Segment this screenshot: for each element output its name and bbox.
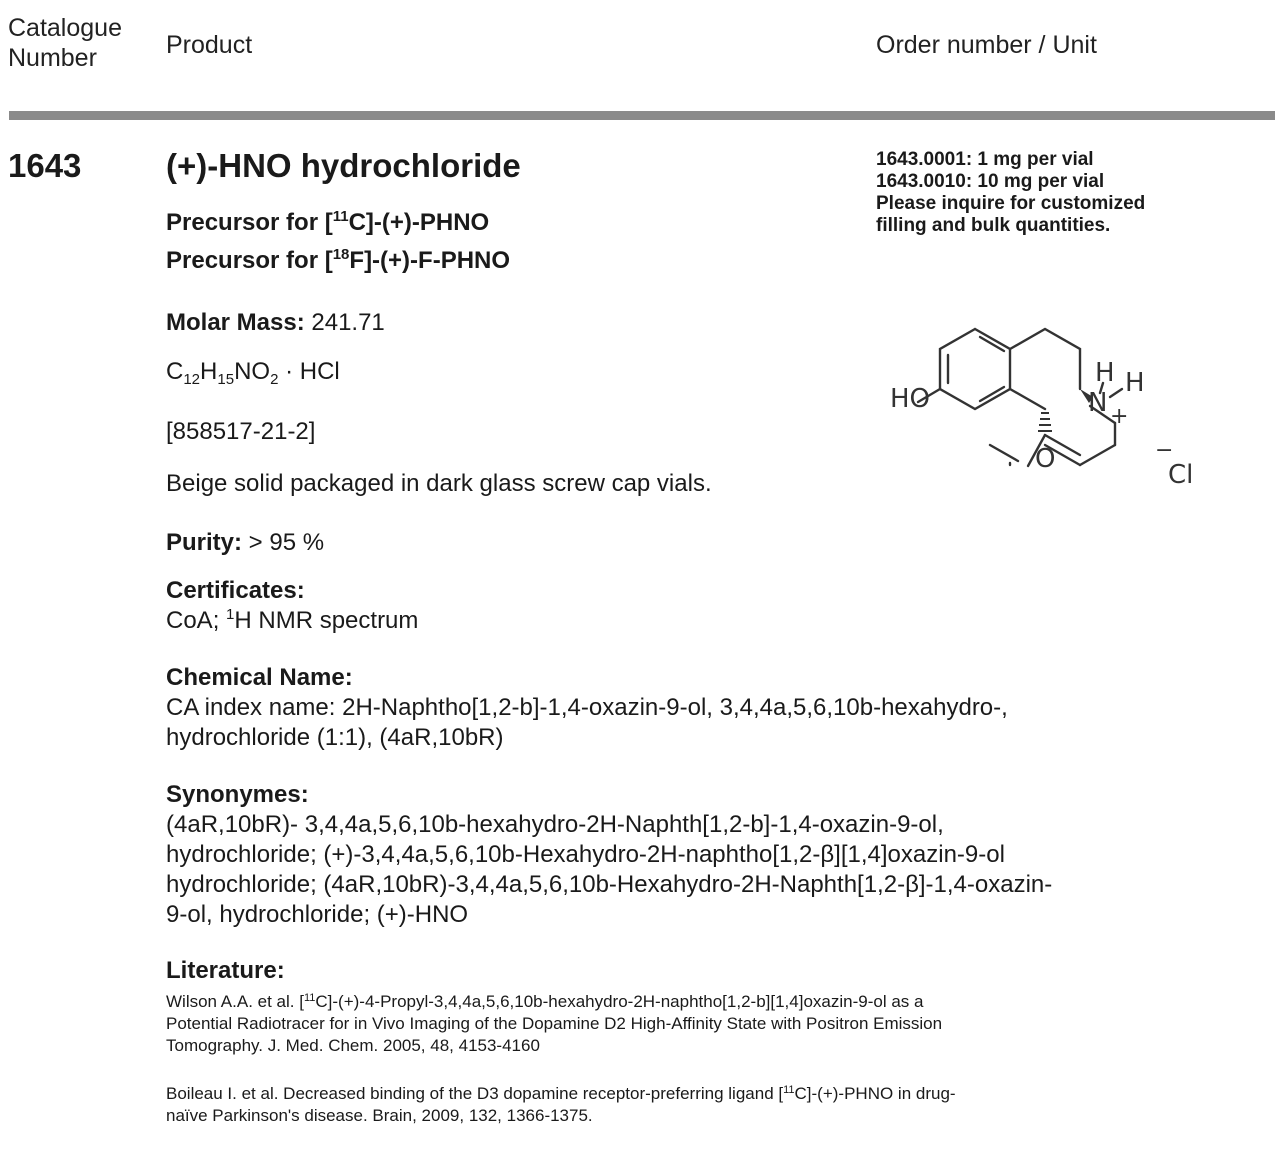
chemical-structure-diagram: HO O N + H H − Cl: [890, 327, 1193, 490]
description: Beige solid packaged in dark glass screw…: [166, 470, 712, 497]
synonymes-label: Synonymes:: [166, 781, 309, 808]
order-line-1: 1643.0001: 1 mg per vial: [876, 149, 1094, 170]
certificates: Certificates: CoA; 1H NMR spectrum: [166, 576, 1266, 636]
structure-n-label: N: [1088, 388, 1107, 418]
precursor-1: Precursor for [11C]-(+)-PHNO: [166, 208, 490, 236]
order-info: 1643.0001: 1 mg per vial 1643.0010: 10 m…: [876, 149, 1145, 237]
synonymes: Synonymes: (4aR,10bR)- 3,4,4a,5,6,10b-he…: [166, 780, 1266, 930]
molar-mass: Molar Mass: 241.71: [166, 309, 385, 336]
structure-plus-label: +: [1110, 404, 1128, 429]
structure-h-top-label: H: [1095, 358, 1115, 388]
order-line-2: 1643.0010: 10 mg per vial: [876, 171, 1105, 192]
structure-minus-label: −: [1155, 438, 1173, 463]
header-divider: [9, 111, 1275, 120]
order-header: Order number / Unit: [876, 31, 1097, 59]
purity: Purity: > 95 %: [166, 529, 325, 556]
catalogue-number: 1643: [8, 147, 82, 184]
order-line-4: filling and bulk quantities.: [876, 215, 1111, 236]
literature-label: Literature:: [166, 957, 285, 984]
molecular-formula: C12H15NO2 · HCl: [166, 358, 340, 388]
structure-ho-label: HO: [890, 384, 930, 414]
catalogue-number-header: Catalogue Number: [8, 14, 122, 72]
product-title: (+)-HNO hydrochloride: [166, 147, 521, 184]
certificates-value: CoA; 1H NMR spectrum: [166, 606, 419, 634]
certificates-label: Certificates:: [166, 577, 305, 604]
literature-ref-2: Boileau I. et al. Decreased binding of t…: [166, 1084, 956, 1125]
cas-number: [858517-21-2]: [166, 418, 316, 445]
structure-cl-label: Cl: [1168, 460, 1193, 490]
chemical-name-label: Chemical Name:: [166, 664, 353, 691]
structure-h-right-label: H: [1125, 368, 1145, 398]
literature-ref-1: Wilson A.A. et al. [11C]-(+)-4-Propyl-3,…: [166, 992, 943, 1055]
order-line-3: Please inquire for customized: [876, 193, 1146, 214]
product-header: Product: [166, 31, 253, 59]
chemical-name: Chemical Name: CA index name: 2H-Naphtho…: [166, 663, 1266, 753]
precursor-2: Precursor for [18F]-(+)-F-PHNO: [166, 246, 511, 274]
structure-o-label: O: [1035, 444, 1055, 474]
